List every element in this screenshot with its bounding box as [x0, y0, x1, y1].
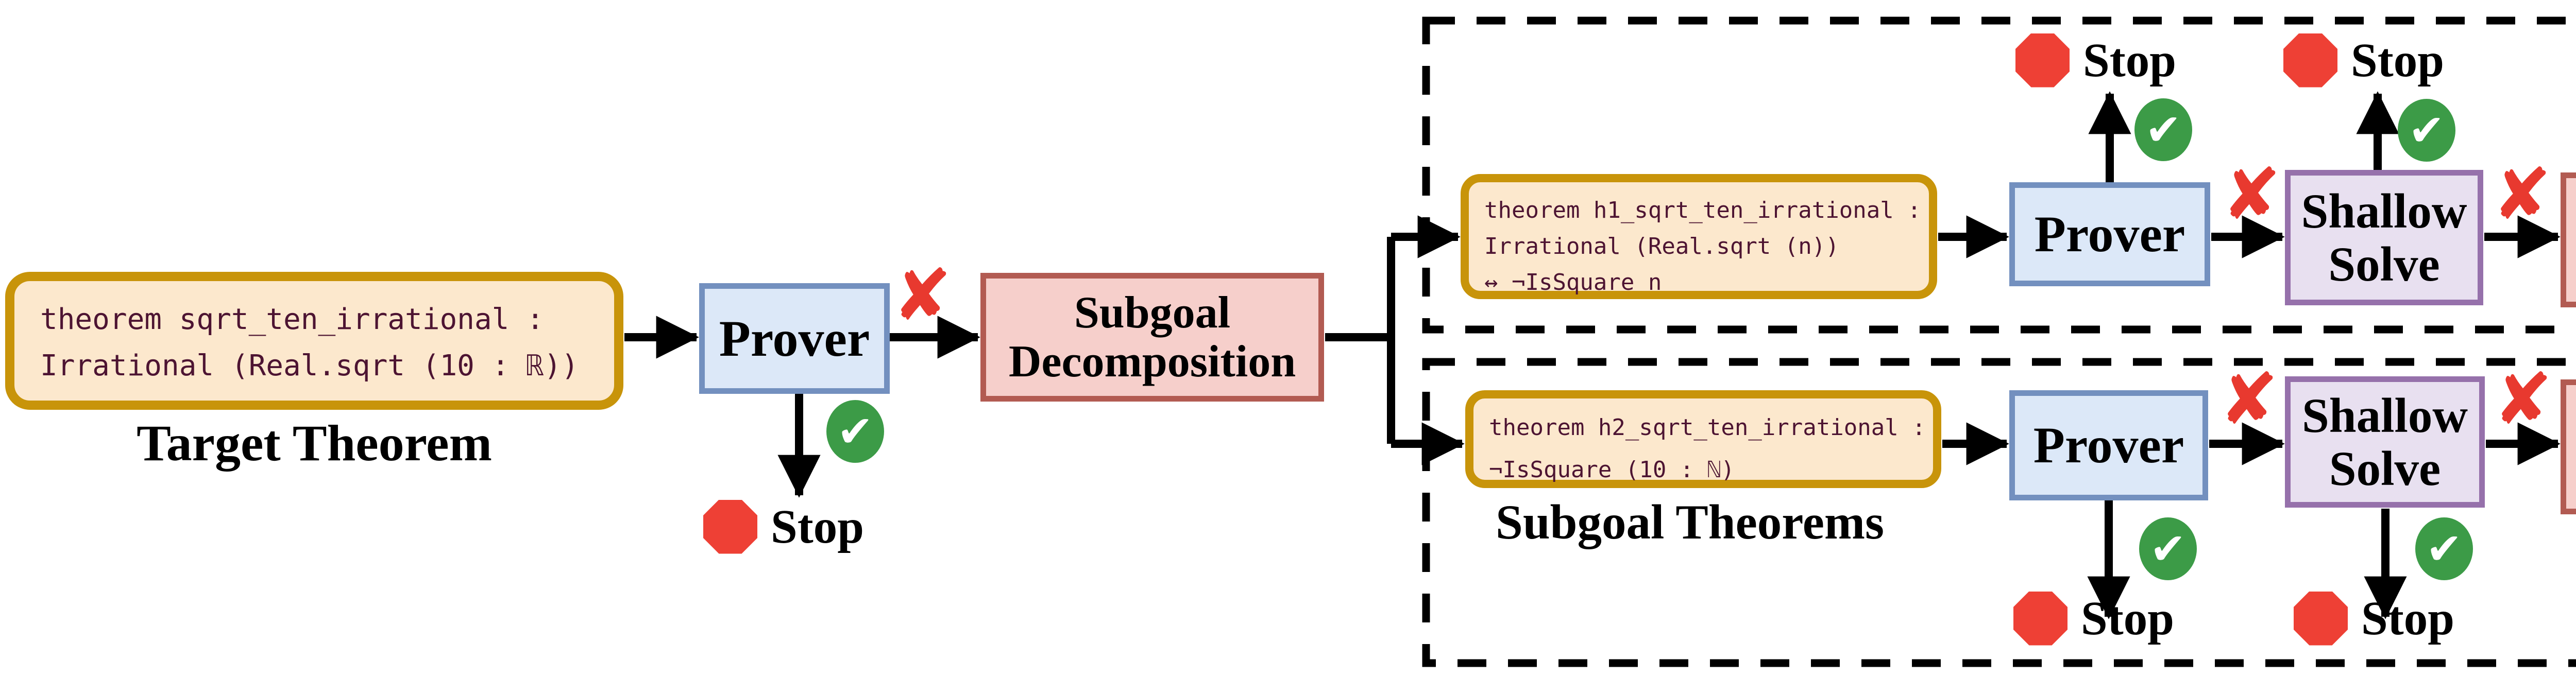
shallow-solve-box-row1: Shallow Solve	[2285, 170, 2483, 305]
subgoal-row1-dashed-frame	[1422, 16, 2576, 334]
stop-terminal-row1-shallow: Stop	[2283, 32, 2444, 89]
stop-label: Stop	[771, 500, 864, 553]
code-line: theorem h1_sqrt_ten_irrational :	[1484, 197, 1921, 223]
success-check-icon: ✔	[2415, 517, 2473, 580]
code-line: theorem sqrt_ten_irrational :	[40, 303, 544, 336]
stop-terminal-row2-shallow: Stop	[2294, 590, 2454, 647]
branch-decomposition-split	[1325, 237, 1395, 444]
stop-sign-icon	[2283, 33, 2337, 88]
code-line: Irrational (Real.sqrt (n))	[1484, 233, 1839, 259]
stop-terminal-row2-prover: Stop	[2013, 590, 2174, 647]
shallow-solve-box-row2: Shallow Solve	[2285, 376, 2485, 508]
subgoal-decomposition-box: Subgoal Decomposition	[980, 273, 1324, 402]
success-check-icon: ✔	[2139, 517, 2197, 580]
prover-box: Prover	[699, 283, 890, 394]
failure-cross-icon: ✘	[2493, 358, 2553, 441]
subgoal-decomposition-box-row1: Subgoal Decomposition	[2561, 172, 2576, 307]
stop-sign-icon	[2015, 33, 2070, 88]
stop-label: Stop	[2081, 592, 2174, 645]
failure-cross-icon: ✘	[2219, 358, 2279, 441]
code-line: ¬IsSquare (10 : ℕ)	[1489, 457, 1735, 483]
stop-sign-icon	[2294, 591, 2348, 646]
subgoal-h1-theorem-box: theorem h1_sqrt_ten_irrational : Irratio…	[1461, 174, 1937, 299]
target-theorem-label: Target Theorem	[137, 414, 492, 472]
stop-sign-icon	[703, 499, 757, 554]
code-line: Irrational (Real.sqrt (10 : ℝ))	[40, 349, 579, 383]
code-line: theorem h2_sqrt_ten_irrational :	[1489, 414, 1926, 441]
stop-terminal: Stop	[703, 498, 864, 555]
stop-sign-icon	[2013, 591, 2067, 646]
stop-label: Stop	[2351, 33, 2444, 87]
stop-label: Stop	[2361, 592, 2454, 645]
subgoal-row2-dashed-frame	[1422, 358, 2576, 667]
code-line: ↔ ¬IsSquare n	[1484, 269, 1662, 296]
stop-terminal-row1-prover: Stop	[2015, 32, 2176, 89]
subgoal-theorems-label: Subgoal Theorems	[1495, 495, 1885, 549]
subgoal-h2-theorem-box: theorem h2_sqrt_ten_irrational : ¬IsSqua…	[1465, 390, 1941, 488]
success-check-icon: ✔	[2398, 99, 2455, 162]
failure-cross-icon: ✘	[892, 254, 952, 337]
target-theorem-box: theorem sqrt_ten_irrational : Irrational…	[5, 272, 623, 410]
prover-box-row1: Prover	[2009, 182, 2210, 286]
stop-label: Stop	[2083, 33, 2176, 87]
prover-box-row2: Prover	[2009, 390, 2208, 500]
subgoal-decomposition-box-row2: Subgoal Decomposition	[2561, 379, 2576, 514]
failure-cross-icon: ✘	[2222, 153, 2281, 236]
success-check-icon: ✔	[2134, 98, 2192, 161]
failure-cross-icon: ✘	[2492, 153, 2552, 236]
success-check-icon: ✔	[826, 400, 884, 463]
